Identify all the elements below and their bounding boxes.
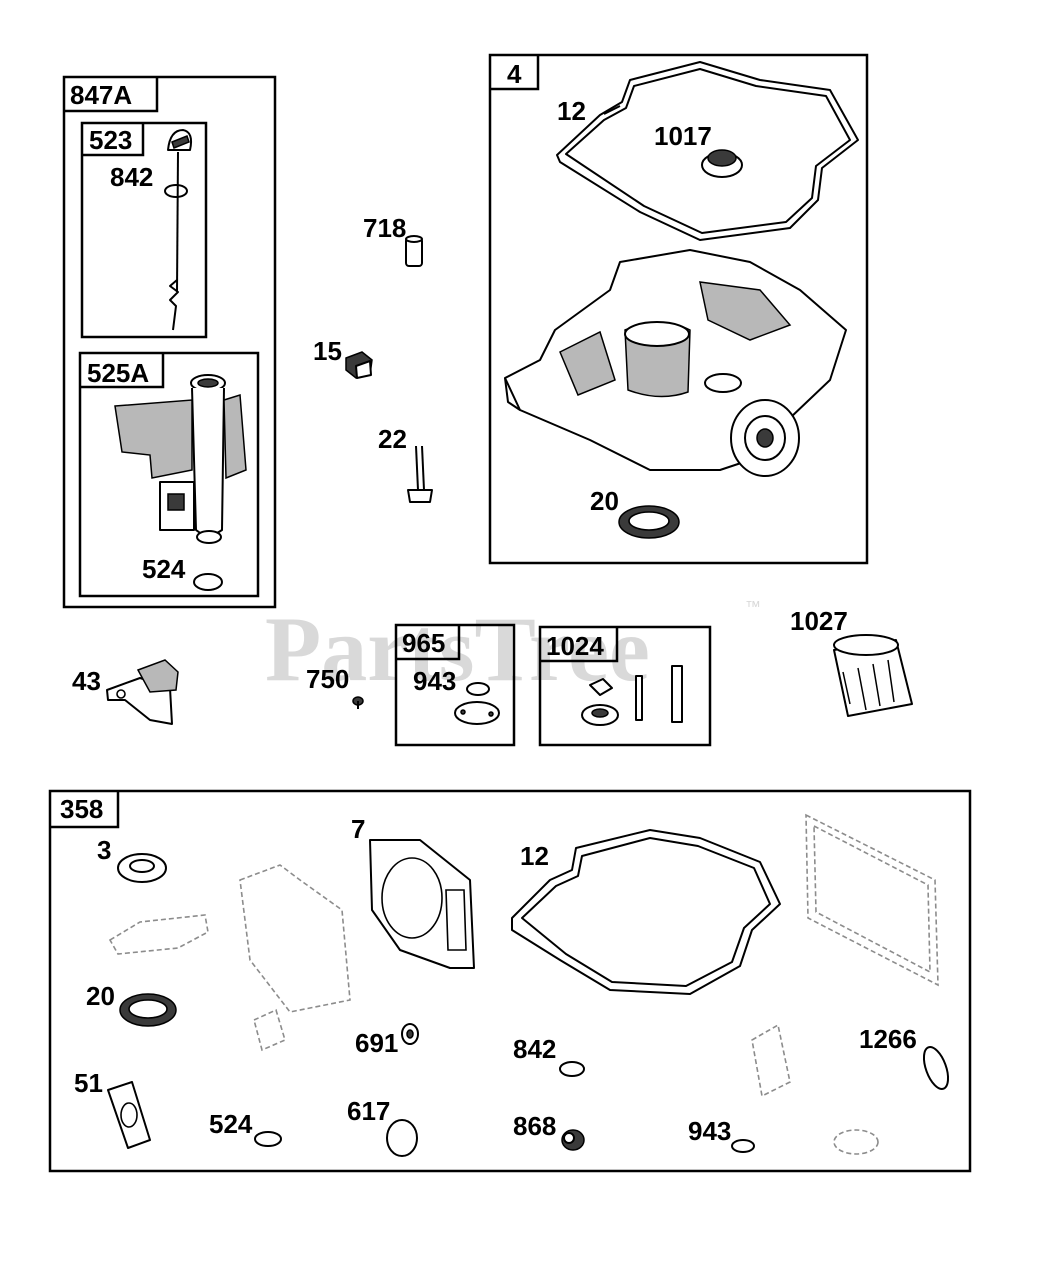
kit-faint-small-gasket (253, 1008, 286, 1052)
sump-seal-part[interactable] (618, 505, 680, 539)
kit-seal-691-part[interactable] (401, 1023, 419, 1045)
sump-cap-part[interactable] (701, 149, 743, 178)
group-965-frame (394, 623, 516, 747)
plug-part[interactable] (345, 351, 373, 379)
callout-head-gasket[interactable]: 7 (351, 814, 365, 844)
kit-faint-valve-cover-gasket-inner (813, 824, 931, 974)
leader-sump-gasket (603, 105, 621, 115)
kit-faint-oring (833, 1129, 879, 1155)
callout-kit-oring-842[interactable]: 842 (513, 1034, 556, 1064)
screw-part[interactable] (352, 696, 364, 709)
group-525A-frame (78, 351, 260, 598)
group-4-tab (490, 55, 540, 91)
callout-oil-filter[interactable]: 1027 (790, 606, 848, 636)
callout-kit-oring-943[interactable]: 943 (688, 1116, 731, 1146)
kit-oring-1266[interactable] (919, 1044, 953, 1092)
callout-sump-gasket[interactable]: 12 (557, 96, 586, 126)
kit-sump-gasket-part[interactable] (511, 829, 781, 995)
group-525A-tab (80, 353, 165, 389)
kit-oring-943[interactable] (731, 1139, 755, 1153)
kit-seal-868-part[interactable] (561, 1129, 585, 1151)
group-525A-label[interactable]: 525A (87, 358, 149, 388)
cover-oring[interactable] (466, 682, 490, 696)
kit-faint-breather-gasket (751, 1023, 791, 1098)
kit-faint-intake-gasket (108, 914, 209, 955)
group-4-label[interactable]: 4 (507, 59, 522, 89)
dipstick-part[interactable] (167, 129, 193, 331)
oil-pump-parts[interactable] (581, 665, 683, 726)
callout-kit-oring-617[interactable]: 617 (347, 1096, 390, 1126)
callout-kit-intake-gasket[interactable]: 51 (74, 1068, 103, 1098)
watermark-trademark: ™ (745, 599, 761, 616)
kit-oring-842[interactable] (559, 1061, 585, 1077)
bracket-part[interactable] (106, 659, 179, 725)
group-847A-tab (64, 77, 159, 113)
callout-kit-oring-1266[interactable]: 1266 (859, 1024, 917, 1054)
group-847A-frame (62, 75, 277, 609)
kit-seal-part[interactable] (117, 853, 167, 883)
group-847A-label[interactable]: 847A (70, 80, 132, 110)
callout-kit-sump-gasket[interactable]: 12 (520, 841, 549, 871)
group-965-label[interactable]: 965 (402, 628, 445, 658)
kit-oring-524[interactable] (254, 1131, 282, 1147)
group-523-tab (82, 123, 145, 157)
callout-sump-seal[interactable]: 20 (590, 486, 619, 516)
sump-gasket[interactable] (556, 61, 859, 241)
oil-filter-part[interactable] (833, 634, 913, 717)
fill-tube-part[interactable] (114, 374, 247, 544)
cover-plate-part[interactable] (454, 701, 500, 725)
callout-cover-oring[interactable]: 943 (413, 666, 456, 696)
group-1024-tab (540, 627, 619, 663)
pin-part[interactable] (405, 235, 423, 267)
group-4-frame (488, 53, 869, 565)
group-1024-label[interactable]: 1024 (546, 631, 604, 661)
bolt-part[interactable] (407, 445, 433, 503)
kit-faint-head-gasket (239, 864, 351, 1013)
callout-fill-tube-oring[interactable]: 524 (142, 554, 186, 584)
callout-kit-oring-524[interactable]: 524 (209, 1109, 253, 1139)
head-gasket-part[interactable] (369, 839, 475, 969)
watermark: PartsTree (265, 598, 650, 700)
callout-bracket[interactable]: 43 (72, 666, 101, 696)
callout-kit-crank-seal[interactable]: 20 (86, 981, 115, 1011)
kit-intake-gasket-part[interactable] (107, 1081, 151, 1149)
group-358-frame (48, 789, 972, 1173)
callout-kit-seal[interactable]: 3 (97, 835, 111, 865)
dipstick-oring[interactable] (164, 184, 188, 198)
callout-plug[interactable]: 15 (313, 336, 342, 366)
group-965-tab (396, 625, 461, 661)
group-523-label[interactable]: 523 (89, 125, 132, 155)
callout-bolt[interactable]: 22 (378, 424, 407, 454)
group-1024-frame (538, 625, 712, 747)
fill-tube-oring[interactable] (193, 573, 223, 591)
sump-housing-part[interactable] (504, 249, 847, 477)
callout-sump-cap[interactable]: 1017 (654, 121, 712, 151)
callout-kit-seal-868[interactable]: 868 (513, 1111, 556, 1141)
kit-faint-valve-cover-gasket (805, 813, 939, 987)
callout-kit-seal-691[interactable]: 691 (355, 1028, 398, 1058)
callout-dipstick-oring[interactable]: 842 (110, 162, 153, 192)
callout-pin[interactable]: 718 (363, 213, 406, 243)
kit-oring-617[interactable] (386, 1119, 418, 1157)
callout-screw[interactable]: 750 (306, 664, 349, 694)
group-358-tab (50, 791, 120, 829)
kit-crank-seal-part[interactable] (119, 993, 177, 1027)
group-358-label[interactable]: 358 (60, 794, 103, 824)
